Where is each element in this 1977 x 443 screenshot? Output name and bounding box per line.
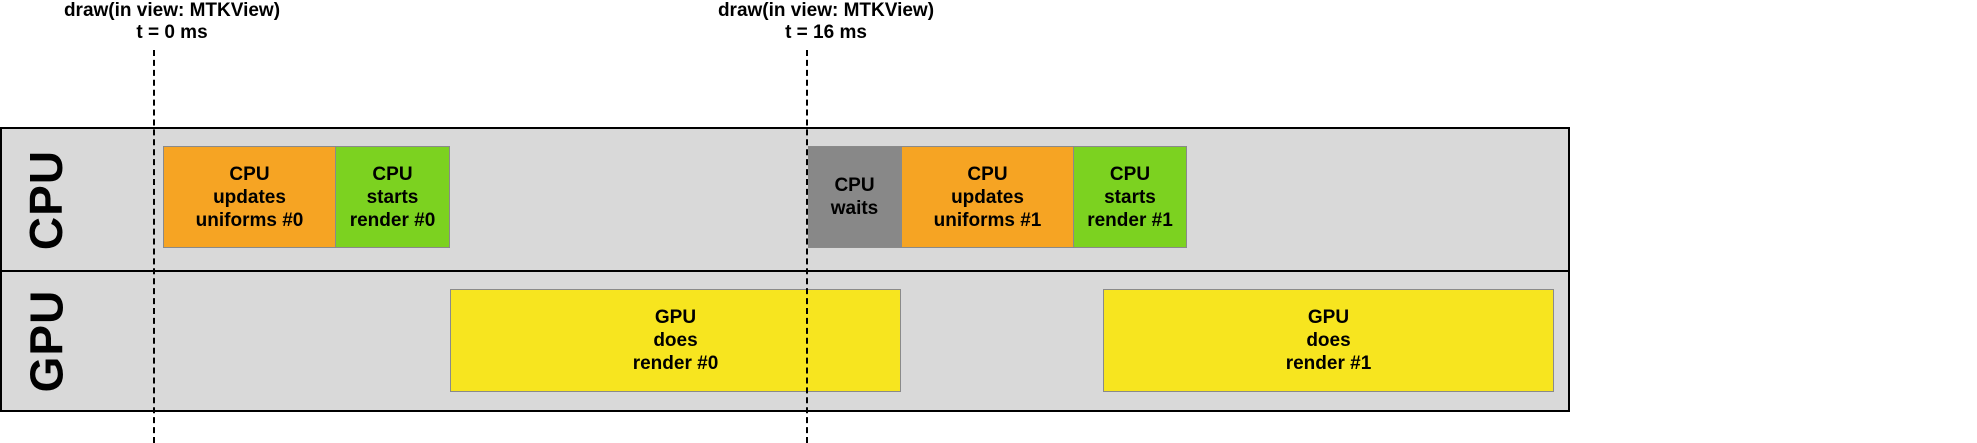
- marker-line-t0: [153, 50, 155, 443]
- marker-line-t16: [806, 50, 808, 443]
- cpu-updates-uniforms-0-block: CPU updates uniforms #0: [163, 146, 336, 248]
- cpu-starts-render-0-block: CPU starts render #0: [335, 146, 450, 248]
- cpu-starts-render-1-block: CPU starts render #1: [1073, 146, 1187, 248]
- cpu-updates-1-line3: uniforms #1: [933, 209, 1042, 231]
- cpu-lane-label-text: CPU: [20, 149, 72, 250]
- cpu-starts-0-line1: CPU: [372, 163, 413, 185]
- cpu-starts-1-line2: starts: [1104, 186, 1156, 208]
- cpu-starts-1-line1: CPU: [1109, 163, 1151, 185]
- marker-label-t16-line2: t = 16 ms: [785, 22, 867, 43]
- cpu-updates-0-line3: uniforms #0: [195, 209, 304, 231]
- cpu-waits-line1: CPU: [834, 175, 875, 196]
- gpu-render-0-line3: render #0: [632, 353, 719, 374]
- cpu-starts-1-line3: render #1: [1087, 209, 1173, 231]
- cpu-starts-0-line2: starts: [366, 186, 419, 208]
- gpu-lane-label-text: GPU: [20, 289, 72, 393]
- gpu-does-render-1-block: GPU does render #1: [1103, 289, 1554, 392]
- gpu-render-0-line2: does: [653, 330, 698, 351]
- gpu-does-render-0-block: GPU does render #0: [450, 289, 901, 392]
- gpu-render-1-line3: render #1: [1285, 353, 1372, 374]
- cpu-updates-1-line2: updates: [951, 186, 1024, 208]
- marker-label-t0: draw(in view: MTKView) t = 0 ms: [12, 0, 332, 44]
- gpu-render-1-line2: does: [1306, 330, 1351, 351]
- marker-label-t0-line2: t = 0 ms: [136, 22, 208, 43]
- cpu-waits-line2: waits: [830, 198, 879, 219]
- cpu-lane-label: CPU: [0, 127, 92, 272]
- gpu-render-1-line1: GPU: [1307, 307, 1350, 328]
- marker-label-t16-line1: draw(in view: MTKView): [717, 0, 935, 21]
- cpu-updates-uniforms-1-block: CPU updates uniforms #1: [901, 146, 1074, 248]
- cpu-updates-0-line1: CPU: [229, 163, 270, 185]
- marker-label-t16: draw(in view: MTKView) t = 16 ms: [666, 0, 986, 44]
- cpu-waits-block: CPU waits: [808, 146, 901, 248]
- marker-label-t0-line1: draw(in view: MTKView): [63, 0, 281, 21]
- cpu-updates-1-line1: CPU: [967, 163, 1008, 185]
- gpu-lane-label: GPU: [0, 270, 92, 412]
- gpu-render-0-line1: GPU: [654, 307, 697, 328]
- cpu-starts-0-line3: render #0: [349, 209, 436, 231]
- cpu-updates-0-line2: updates: [213, 186, 286, 208]
